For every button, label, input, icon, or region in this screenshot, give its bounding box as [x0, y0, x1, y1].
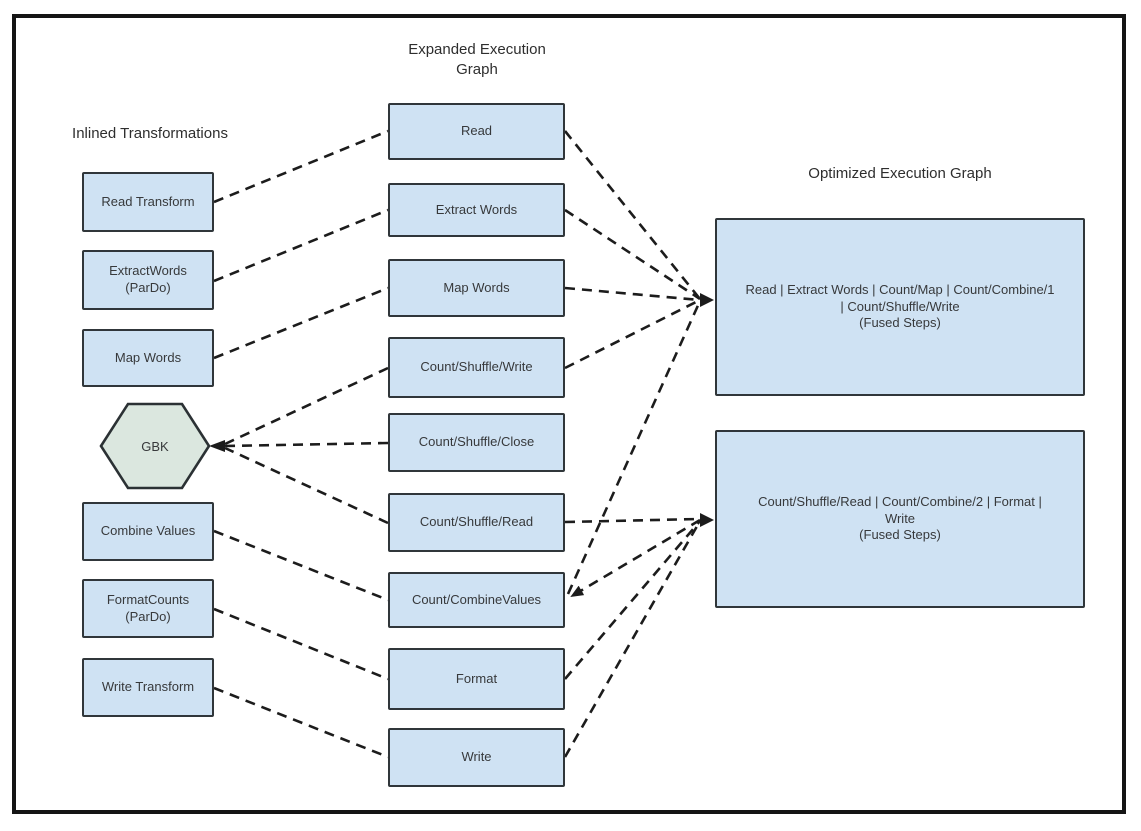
node-fused-steps-2: Count/Shuffle/Read | Count/Combine/2 | F…	[715, 430, 1085, 608]
fused-label-line1: Read | Extract Words | Count/Map | Count…	[745, 281, 1055, 297]
edge-write-transform-to-write	[213, 686, 389, 759]
expanded-column-title: Expanded Execution Graph	[408, 41, 546, 79]
node-label: Count/Shuffle/Close	[418, 434, 535, 450]
node-label: ExtractWords	[109, 263, 187, 279]
arrowhead-fused2	[700, 513, 714, 527]
figure-border	[12, 14, 1126, 814]
node-sublabel: (ParDo)	[125, 280, 171, 295]
edge-fused2-to-count-combinevalues	[570, 518, 701, 598]
node-write: Write	[388, 728, 565, 787]
node-label: Write	[461, 749, 492, 765]
fused-label-line3: (Fused Steps)	[859, 527, 941, 543]
node-label: Count/Shuffle/Write	[420, 359, 533, 375]
edge-combine-values-to-count-combinevalues	[213, 529, 389, 602]
node-label: Extract Words	[435, 201, 518, 217]
node-extract-words: Extract Words	[388, 183, 565, 237]
node-combine-values: Combine Values	[82, 502, 214, 561]
edge-map-words-to-fused1	[564, 286, 701, 302]
arrowhead-fused1	[700, 293, 714, 307]
node-label: Count/Shuffle/Read	[419, 514, 534, 530]
node-label: Count/CombineValues	[411, 591, 542, 607]
edge-count-shuffle-read-to-gbk	[224, 446, 389, 525]
node-label: Write Transform	[101, 679, 195, 695]
node-read: Read	[388, 103, 565, 160]
edge-count-shuffle-close-to-gbk	[224, 441, 389, 448]
node-label: Map Words	[114, 349, 182, 365]
node-formatcounts-pardo: FormatCounts (ParDo)	[82, 579, 214, 638]
node-count-combinevalues: Count/CombineValues	[388, 572, 565, 628]
node-map-words-inlined: Map Words	[82, 329, 214, 387]
edge-format-to-fused2	[564, 520, 701, 680]
arrowhead-gbk	[209, 440, 225, 452]
node-count-shuffle-read: Count/Shuffle/Read	[388, 493, 565, 552]
edge-read-transform-to-read	[213, 129, 389, 204]
optimized-column-title: Optimized Execution Graph	[808, 165, 992, 182]
hexagon-shape	[99, 402, 211, 490]
node-label: Format	[455, 670, 498, 686]
node-gbk-hexagon	[99, 402, 211, 490]
edge-count-shuffle-read-to-fused2	[564, 517, 701, 524]
inlined-column-title: Inlined Transformations	[72, 125, 228, 142]
node-count-shuffle-write: Count/Shuffle/Write	[388, 337, 565, 398]
edge-count-shuffle-write-to-gbk	[224, 366, 389, 446]
node-read-transform: Read Transform	[82, 172, 214, 232]
node-label: Read Transform	[101, 193, 195, 209]
node-extractwords-pardo: ExtractWords (ParDo)	[82, 250, 214, 310]
edge-read-to-fused1	[563, 130, 702, 300]
node-count-shuffle-close: Count/Shuffle/Close	[388, 413, 565, 472]
node-label: Read	[460, 123, 493, 139]
fused-label-line1: Count/Shuffle/Read | Count/Combine/2 | F…	[758, 493, 1042, 509]
fused-label-line3: (Fused Steps)	[859, 315, 941, 331]
edge-count-shuffle-write-to-fused1	[564, 298, 701, 370]
node-format: Format	[388, 648, 565, 710]
edge-write-to-fused2	[563, 520, 702, 758]
edge-mapwords-to-map-words	[213, 286, 389, 360]
node-sublabel: (ParDo)	[125, 608, 171, 624]
edge-extract-words-to-fused1	[564, 208, 701, 301]
node-label: Map Words	[443, 279, 510, 295]
node-write-transform: Write Transform	[82, 658, 214, 717]
node-gbk-label: GBK	[141, 438, 169, 454]
node-map-words: Map Words	[388, 259, 565, 317]
fused-label-line2: | Count/Shuffle/Write	[840, 298, 960, 314]
node-label: FormatCounts	[106, 591, 190, 607]
node-fused-steps-1: Read | Extract Words | Count/Map | Count…	[715, 218, 1085, 396]
fused-label-line2: Write	[884, 510, 916, 526]
edge-extractwords-to-extract-words	[213, 208, 389, 283]
edge-formatcounts-to-format	[213, 607, 389, 681]
node-label: Combine Values	[100, 523, 196, 539]
edge-count-combinevalues-to-fused1	[566, 300, 702, 595]
